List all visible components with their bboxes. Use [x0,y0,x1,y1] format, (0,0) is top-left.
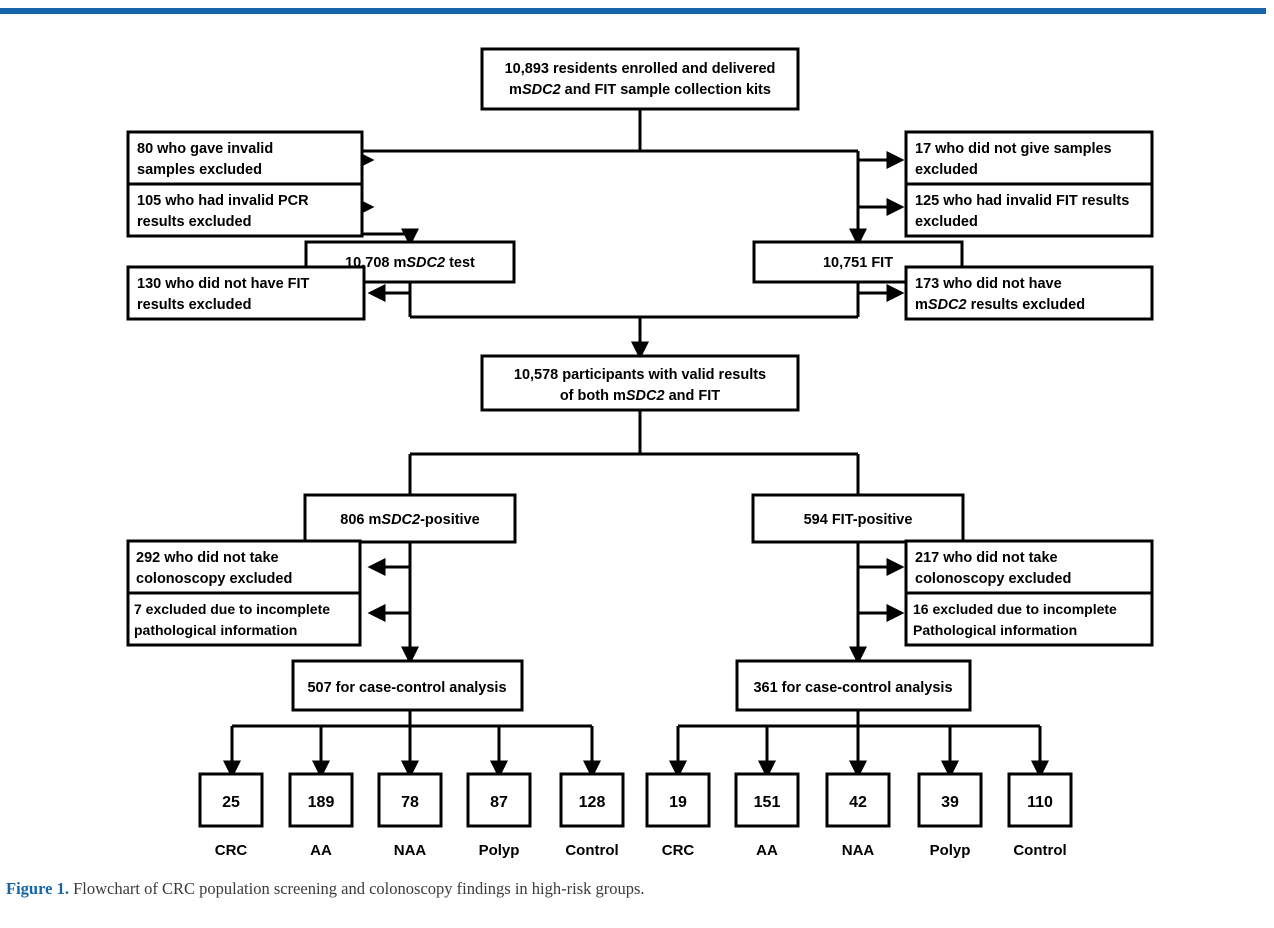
terminal-left-value-5: 128 [579,794,606,811]
valid-both-line1: 10,578 participants with valid results [514,367,766,383]
node-excl-no-colono-left: 292 who did not take colonoscopy exclude… [126,539,362,595]
node-excl-no-colono-right: 217 who did not take colonoscopy exclude… [904,539,1154,595]
excl-invalid-samples-line1: 80 who gave invalid [137,141,273,157]
accent-rule [0,8,1266,14]
excl-no-fit-results-line1: 130 who did not have FIT [137,276,310,292]
excl-no-msdc2-results-line1: 173 who did not have [915,276,1062,292]
excl-incomplete-left-line2: pathological information [134,622,297,638]
terminal-right-3: 42 NAA [825,772,891,859]
node-enrolled-line2: mSDC2 and FIT sample collection kits [509,82,771,98]
terminal-right-5: 110 Control [1007,772,1073,859]
excl-invalid-samples-line2: samples excluded [137,162,262,178]
terminal-left-2: 189 AA [288,772,354,859]
excl-no-fit-results-line2: results excluded [137,297,251,313]
node-valid-both: 10,578 participants with valid results o… [480,354,800,412]
node-excl-incomplete-right: 16 excluded due to incomplete Pathologic… [904,591,1154,647]
terminal-right-value-3: 42 [849,794,867,811]
node-excl-invalid-fit: 125 who had invalid FIT results excluded [904,182,1154,238]
figure-caption-prefix: Figure 1. [6,879,69,898]
terminal-left-value-2: 189 [308,794,335,811]
node-excl-no-samples: 17 who did not give samples excluded [904,130,1154,186]
terminal-left-value-1: 25 [222,794,240,811]
excl-invalid-pcr-line1: 105 who had invalid PCR [137,193,309,209]
terminal-group-right: 19 CRC 151 AA 42 NAA 39 Polyp 110 Co [645,772,1073,859]
terminal-left-1: 25 CRC [198,772,264,859]
excl-no-colono-left-line2: colonoscopy excluded [136,571,292,587]
valid-both-line2: of both mSDC2 and FIT [560,388,720,404]
figure-caption: Figure 1. Flowchart of CRC population sc… [6,878,1156,900]
terminal-left-value-3: 78 [401,794,419,811]
terminal-left-label-2: AA [310,842,332,859]
node-excl-incomplete-left: 7 excluded due to incomplete pathologica… [126,591,362,647]
analysis-right-text: 361 for case-control analysis [753,680,952,696]
excl-no-colono-right-line1: 217 who did not take [915,550,1058,566]
terminal-right-2: 151 AA [734,772,800,859]
figure-caption-text: Flowchart of CRC population screening an… [68,879,645,898]
analysis-left-text: 507 for case-control analysis [307,680,506,696]
terminal-right-label-3: NAA [842,842,875,859]
excl-incomplete-left-line1: 7 excluded due to incomplete [134,601,330,617]
node-enrolled-line1: 10,893 residents enrolled and delivered [505,61,776,77]
terminal-left-3: 78 NAA [377,772,443,859]
node-fit-test: 10,751 FIT [752,240,964,284]
msdc2-positive-text: 806 mSDC2-positive [340,512,479,528]
excl-incomplete-right-line2: Pathological information [913,622,1077,638]
terminal-left-label-1: CRC [215,842,248,859]
terminal-right-value-5: 110 [1027,794,1053,811]
fit-positive-text: 594 FIT-positive [804,512,913,528]
fit-test-text: 10,751 FIT [823,255,893,271]
terminal-right-label-4: Polyp [930,842,971,859]
terminal-right-value-2: 151 [754,794,781,811]
node-fit-positive: 594 FIT-positive [751,493,965,544]
terminal-left-value-4: 87 [490,794,508,811]
terminal-left-label-3: NAA [394,842,427,859]
terminal-right-value-4: 39 [941,794,959,811]
excl-no-samples-line2: excluded [915,162,978,178]
terminal-right-4: 39 Polyp [917,772,983,859]
node-analysis-right: 361 for case-control analysis [735,659,972,712]
node-analysis-left: 507 for case-control analysis [291,659,524,712]
terminal-left-5: 128 Control [559,772,625,859]
terminal-right-label-5: Control [1013,842,1066,859]
excl-no-msdc2-results-line2: mSDC2 results excluded [915,297,1085,313]
excl-invalid-pcr-line2: results excluded [137,214,251,230]
terminal-group-left: 25 CRC 189 AA 78 NAA 87 Polyp 128 Co [198,772,625,859]
excl-invalid-fit-line1: 125 who had invalid FIT results [915,193,1129,209]
terminal-right-value-1: 19 [669,794,687,811]
terminal-left-label-4: Polyp [479,842,520,859]
node-excl-invalid-pcr: 105 who had invalid PCR results excluded [126,182,364,238]
terminal-right-1: 19 CRC [645,772,711,859]
excl-invalid-fit-line2: excluded [915,214,978,230]
terminal-right-label-2: AA [756,842,778,859]
terminal-left-label-5: Control [565,842,618,859]
node-excl-no-fit-results: 130 who did not have FIT results exclude… [126,265,366,321]
node-msdc2-positive: 806 mSDC2-positive [303,493,517,544]
node-excl-no-msdc2-results: 173 who did not have mSDC2 results exclu… [904,265,1154,321]
excl-no-colono-left-line1: 292 who did not take [136,550,279,566]
node-excl-invalid-samples: 80 who gave invalid samples excluded [126,130,364,186]
flowchart-figure: 10,893 residents enrolled and delivered … [126,47,1154,859]
excl-no-samples-line1: 17 who did not give samples [915,141,1112,157]
terminal-right-label-1: CRC [662,842,695,859]
excl-no-colono-right-line2: colonoscopy excluded [915,571,1071,587]
node-enrolled: 10,893 residents enrolled and delivered … [480,47,800,111]
terminal-left-4: 87 Polyp [466,772,532,859]
excl-incomplete-right-line1: 16 excluded due to incomplete [913,601,1117,617]
